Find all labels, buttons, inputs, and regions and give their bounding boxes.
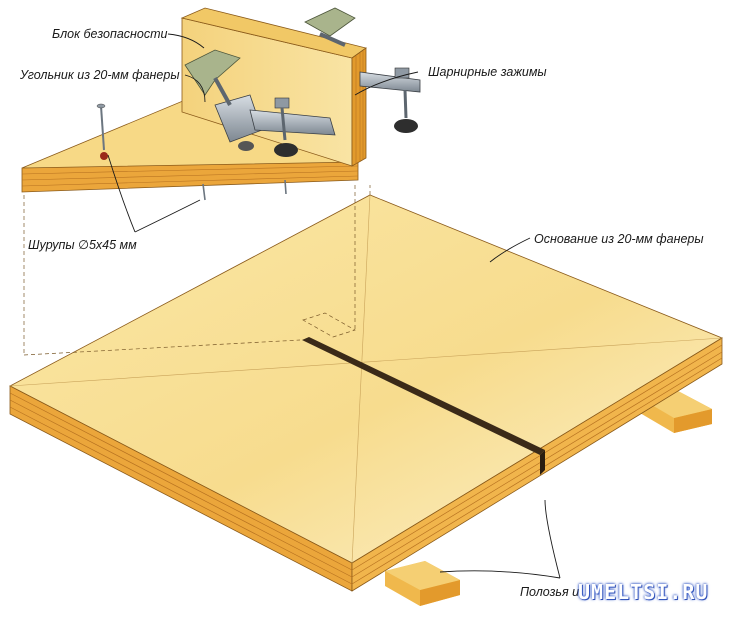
- label-toggle-clamps: Шарнирные зажимы: [428, 65, 547, 79]
- base-plywood: [9, 194, 723, 606]
- saw-kerf: [302, 337, 545, 475]
- toggle-clamp-front: [184, 49, 336, 157]
- label-base: Основание из 20-мм фанеры: [534, 232, 704, 246]
- screw-bottom: [202, 179, 287, 201]
- projection-lines: [23, 185, 371, 356]
- label-safety-block: Блок безопасности: [52, 27, 168, 41]
- runner-front: [385, 561, 460, 606]
- label-screws: Шурупы ∅5x45 мм: [28, 238, 137, 252]
- watermark: UMELTSI.RU: [578, 580, 709, 604]
- leader-lines: [107, 33, 561, 579]
- screw-standing: [96, 103, 108, 160]
- label-plywood-corner: Угольник из 20-мм фанеры: [20, 68, 180, 82]
- label-runners: Полозья и: [520, 585, 580, 599]
- toggle-clamp-rear: [304, 7, 421, 133]
